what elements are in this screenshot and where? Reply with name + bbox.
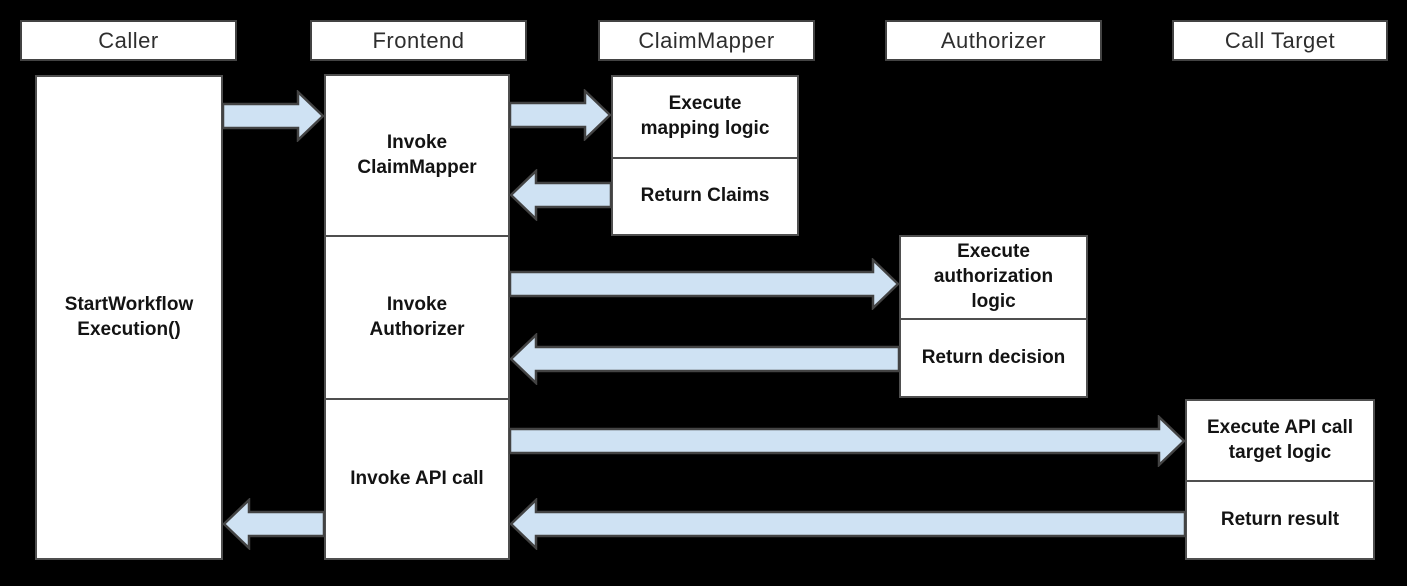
- actor-header-frontend: Frontend: [310, 20, 527, 61]
- step-invoke-claimmapper: Invoke ClaimMapper: [357, 131, 477, 178]
- step-execute-mapping-logic: Execute mapping logic: [640, 93, 770, 139]
- activation-call-target: Execute API call target logic Return res…: [1185, 399, 1375, 560]
- actor-header-caller: Caller: [20, 20, 237, 61]
- arrow-caller-to-frontend-icon: [222, 90, 325, 142]
- arrow-frontend-to-call-target-icon: [509, 415, 1186, 467]
- step-return-decision: Return decision: [901, 318, 1086, 396]
- actor-label-authorizer: Authorizer: [940, 27, 1047, 53]
- activation-caller: StartWorkflow Execution(): [35, 75, 223, 560]
- step-invoke-api-call: Invoke API call: [326, 398, 508, 558]
- activation-claimmapper: Execute mapping logic Return Claims: [611, 75, 799, 236]
- actor-label-caller: Caller: [98, 27, 159, 53]
- activation-frontend: Invoke ClaimMapper Invoke Authorizer Inv…: [324, 74, 510, 560]
- actor-header-claimmapper: ClaimMapper: [598, 20, 815, 61]
- arrow-call-target-to-frontend-icon: [509, 498, 1186, 550]
- actor-label-claimmapper: ClaimMapper: [638, 27, 775, 53]
- actor-label-frontend: Frontend: [372, 27, 465, 53]
- arrow-frontend-to-authorizer-icon: [509, 258, 900, 310]
- step-startworkflowexecution: StartWorkflow Execution(): [64, 293, 194, 340]
- actor-header-call-target: Call Target: [1172, 20, 1388, 61]
- actor-label-call-target: Call Target: [1224, 27, 1336, 53]
- activation-authorizer: Execute authorization logic Return decis…: [899, 235, 1088, 398]
- actor-header-authorizer: Authorizer: [885, 20, 1102, 61]
- step-return-result: Return result: [1187, 480, 1373, 558]
- step-execute-authorization-logic: Execute authorization logic: [933, 241, 1054, 312]
- arrow-authorizer-to-frontend-icon: [509, 333, 900, 385]
- step-return-claims: Return Claims: [613, 157, 797, 234]
- arrow-frontend-to-caller-icon: [222, 498, 325, 550]
- step-invoke-authorizer: Invoke Authorizer: [326, 235, 508, 398]
- step-execute-api-call-target-logic: Execute API call target logic: [1206, 416, 1354, 463]
- arrow-frontend-to-claimmapper-icon: [509, 89, 612, 141]
- arrow-claimmapper-to-frontend-icon: [509, 169, 612, 221]
